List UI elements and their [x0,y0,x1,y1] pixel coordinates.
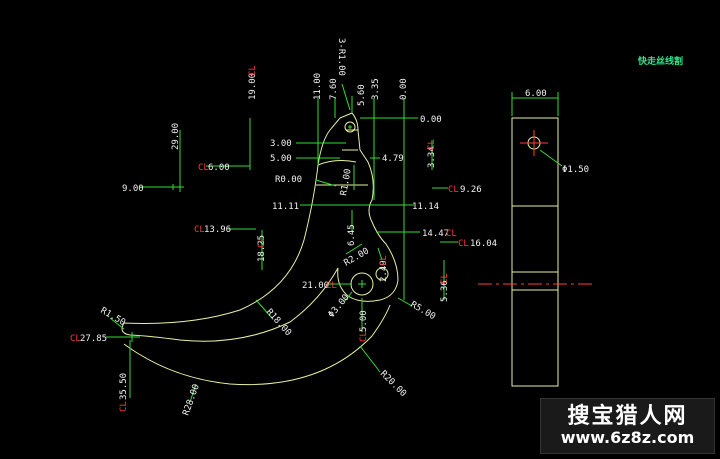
watermark-name: 搜宝猎人网 [567,404,688,429]
dim-6-00-side: 6.00 [525,89,547,99]
dim-3-35: 3.35 [371,78,381,100]
dim-r5-00: R5.00 [409,300,437,322]
dim-19-00: 19.00 [248,73,258,100]
dim-29-00: 29.00 [171,123,181,150]
cl-21-00: CL [326,281,337,291]
cl-3-34: CL [427,139,437,150]
dim-3-00: 3.00 [270,139,292,149]
dim-0-00-right: 0.00 [420,115,442,125]
dim-11-00: 11.00 [313,73,323,100]
dim-r1-50: R1.50 [99,306,127,328]
dim-r20-00: R20.00 [378,369,408,399]
dim-9-26: 9.26 [460,185,482,195]
dim-5-00: 5.00 [270,154,292,164]
dim-3-r1-00: 3-R1.00 [336,38,346,76]
dim-r2-00: R2.00 [343,246,371,268]
cl-5-36: CL [440,273,450,284]
dim-r1-00: R1.00 [339,168,354,196]
cl-27-85: CL [70,334,81,344]
dim-phi1-50: Φ1.50 [562,165,589,175]
side-view [478,92,596,387]
watermark-url: www.6z8z.com [560,428,695,447]
part-outline [121,112,399,386]
cl-14-47: CL [446,229,457,239]
cl-16-04: CL [458,239,469,249]
dimension-texts: 3-R1.00 19.00 CL 11.00 7.60 5.60 3.35 0.… [70,38,589,417]
cl-2-49: CL [379,255,389,266]
dim-21-00: 21.00 [302,281,329,291]
cl-6-00: CL [198,163,209,173]
dim-11-11: 11.11 [272,202,299,212]
cl-13-96: CL [194,225,205,235]
cl-5-00-c: CL [359,331,369,342]
dim-5-36: 5.36 [440,280,450,302]
watermark-banner: 搜宝猎人网 www.6z8z.com [540,398,715,454]
dim-7-60: 7.60 [329,78,339,100]
cl-35-50: CL [119,401,129,412]
dim-phi3-00: Φ3.00 [327,293,352,320]
dim-3-34: 3.34 [427,146,437,168]
drawing-title: 快走丝线割 [638,55,683,67]
dimension-lines [106,83,458,403]
dim-13-96: 13.96 [204,225,231,235]
dim-2-49: 2.49 [379,260,389,282]
dim-18-25: 18.25 [257,235,267,262]
dim-35-50: 35.50 [119,373,129,400]
dim-9-00: 9.00 [122,184,144,194]
dim-14-47: 14.47 [422,229,449,239]
dim-4-79: 4.79 [382,154,404,164]
dim-27-85: 27.85 [80,334,107,344]
dim-r28-00: R28.00 [181,383,202,417]
dim-r0-00: R0.00 [275,175,302,185]
cl-19-00: CL [248,65,258,76]
centre-marks [127,125,366,342]
cl-9-26: CL [448,185,459,195]
dim-16-04: 16.04 [470,239,497,249]
dim-6-45: 6.45 [347,224,357,246]
dim-0-00-top: 0.00 [399,78,409,100]
dim-6-00: 6.00 [208,163,230,173]
dim-5-60: 5.60 [357,84,367,106]
cl-18-25: CL [257,237,267,248]
dim-11-14: 11.14 [412,202,439,212]
dim-5-00-c: 5.00 [359,310,369,332]
